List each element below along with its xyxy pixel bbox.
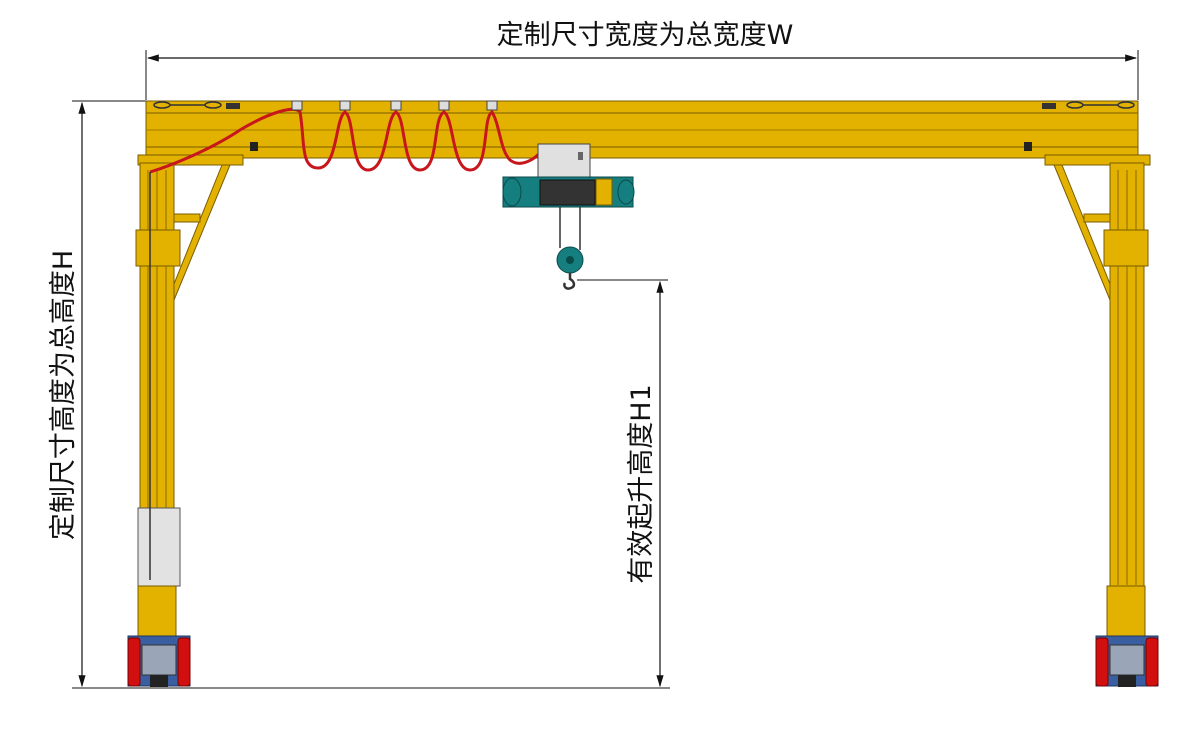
total-height-label: 定制尺寸高度为总高度H [48,250,79,540]
electric-hoist-icon [502,143,635,250]
lift-height-dimension: 有效起升高度H1 [140,279,670,689]
left-leg [135,162,231,637]
festoon-cable [149,100,544,580]
lift-height-label: 有效起升高度H1 [626,384,657,583]
leg-control-box [137,507,181,587]
left-wheel-icon [127,635,191,687]
crane-hook-icon [556,246,584,290]
height-dimension: 定制尺寸高度为总高度H [48,100,150,689]
right-wheel-icon [1095,635,1159,687]
total-width-label: 定制尺寸宽度为总宽度W [497,20,794,51]
width-dimension: 定制尺寸宽度为总宽度W [145,20,1139,100]
main-girder [137,100,1151,166]
right-leg [1053,162,1149,637]
